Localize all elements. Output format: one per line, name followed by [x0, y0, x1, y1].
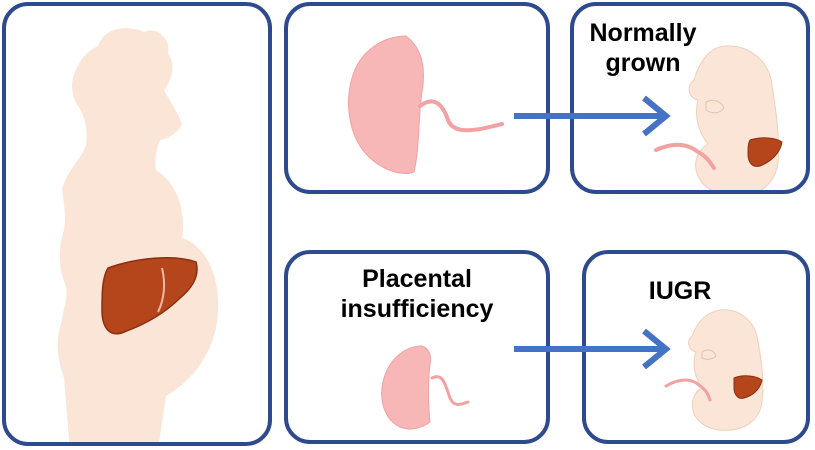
- normally-grown-line-2: grown: [605, 49, 681, 77]
- mother-liver-lobe-line: [157, 267, 166, 313]
- mother-silhouette: [57, 28, 219, 442]
- mother-liver: [101, 257, 198, 335]
- iugr-fetus-body: [688, 309, 764, 431]
- placental-insufficiency-line-1: Placental: [362, 265, 472, 293]
- insufficient-placenta-panel: Placental insufficiency: [284, 250, 550, 444]
- pregnant-woman-figure: [57, 28, 219, 442]
- mother-panel: [2, 2, 272, 446]
- iugr-fetus-hand: [701, 349, 717, 360]
- normal-fetus-liver: [747, 137, 783, 167]
- iugr-fetus-panel: IUGR: [582, 250, 810, 444]
- normally-grown-line-1: Normally: [589, 19, 697, 47]
- normal-placenta-figure: [348, 35, 504, 174]
- normal-umbilical-cord: [418, 99, 504, 133]
- normally-grown-label: Normally grown: [584, 18, 702, 78]
- normal-placenta: [348, 35, 424, 174]
- small-placenta: [381, 345, 431, 430]
- iugr-fetus-cord: [664, 378, 712, 402]
- small-umbilical-cord: [430, 375, 470, 406]
- iugr-label: IUGR: [648, 277, 712, 305]
- normal-fetus-cord: [654, 143, 716, 170]
- normal-fetus-body: [688, 45, 780, 190]
- normal-fetus-figure: [654, 45, 783, 190]
- normal-fetus-hand: [705, 99, 725, 114]
- normal-fetus-panel: Normally grown: [570, 2, 810, 194]
- iugr-fetus-liver: [733, 375, 763, 399]
- normal-placenta-panel: [284, 2, 550, 194]
- placental-insufficiency-line-2: insufficiency: [340, 295, 494, 323]
- placental-insufficiency-label: Placental insufficiency: [288, 264, 546, 324]
